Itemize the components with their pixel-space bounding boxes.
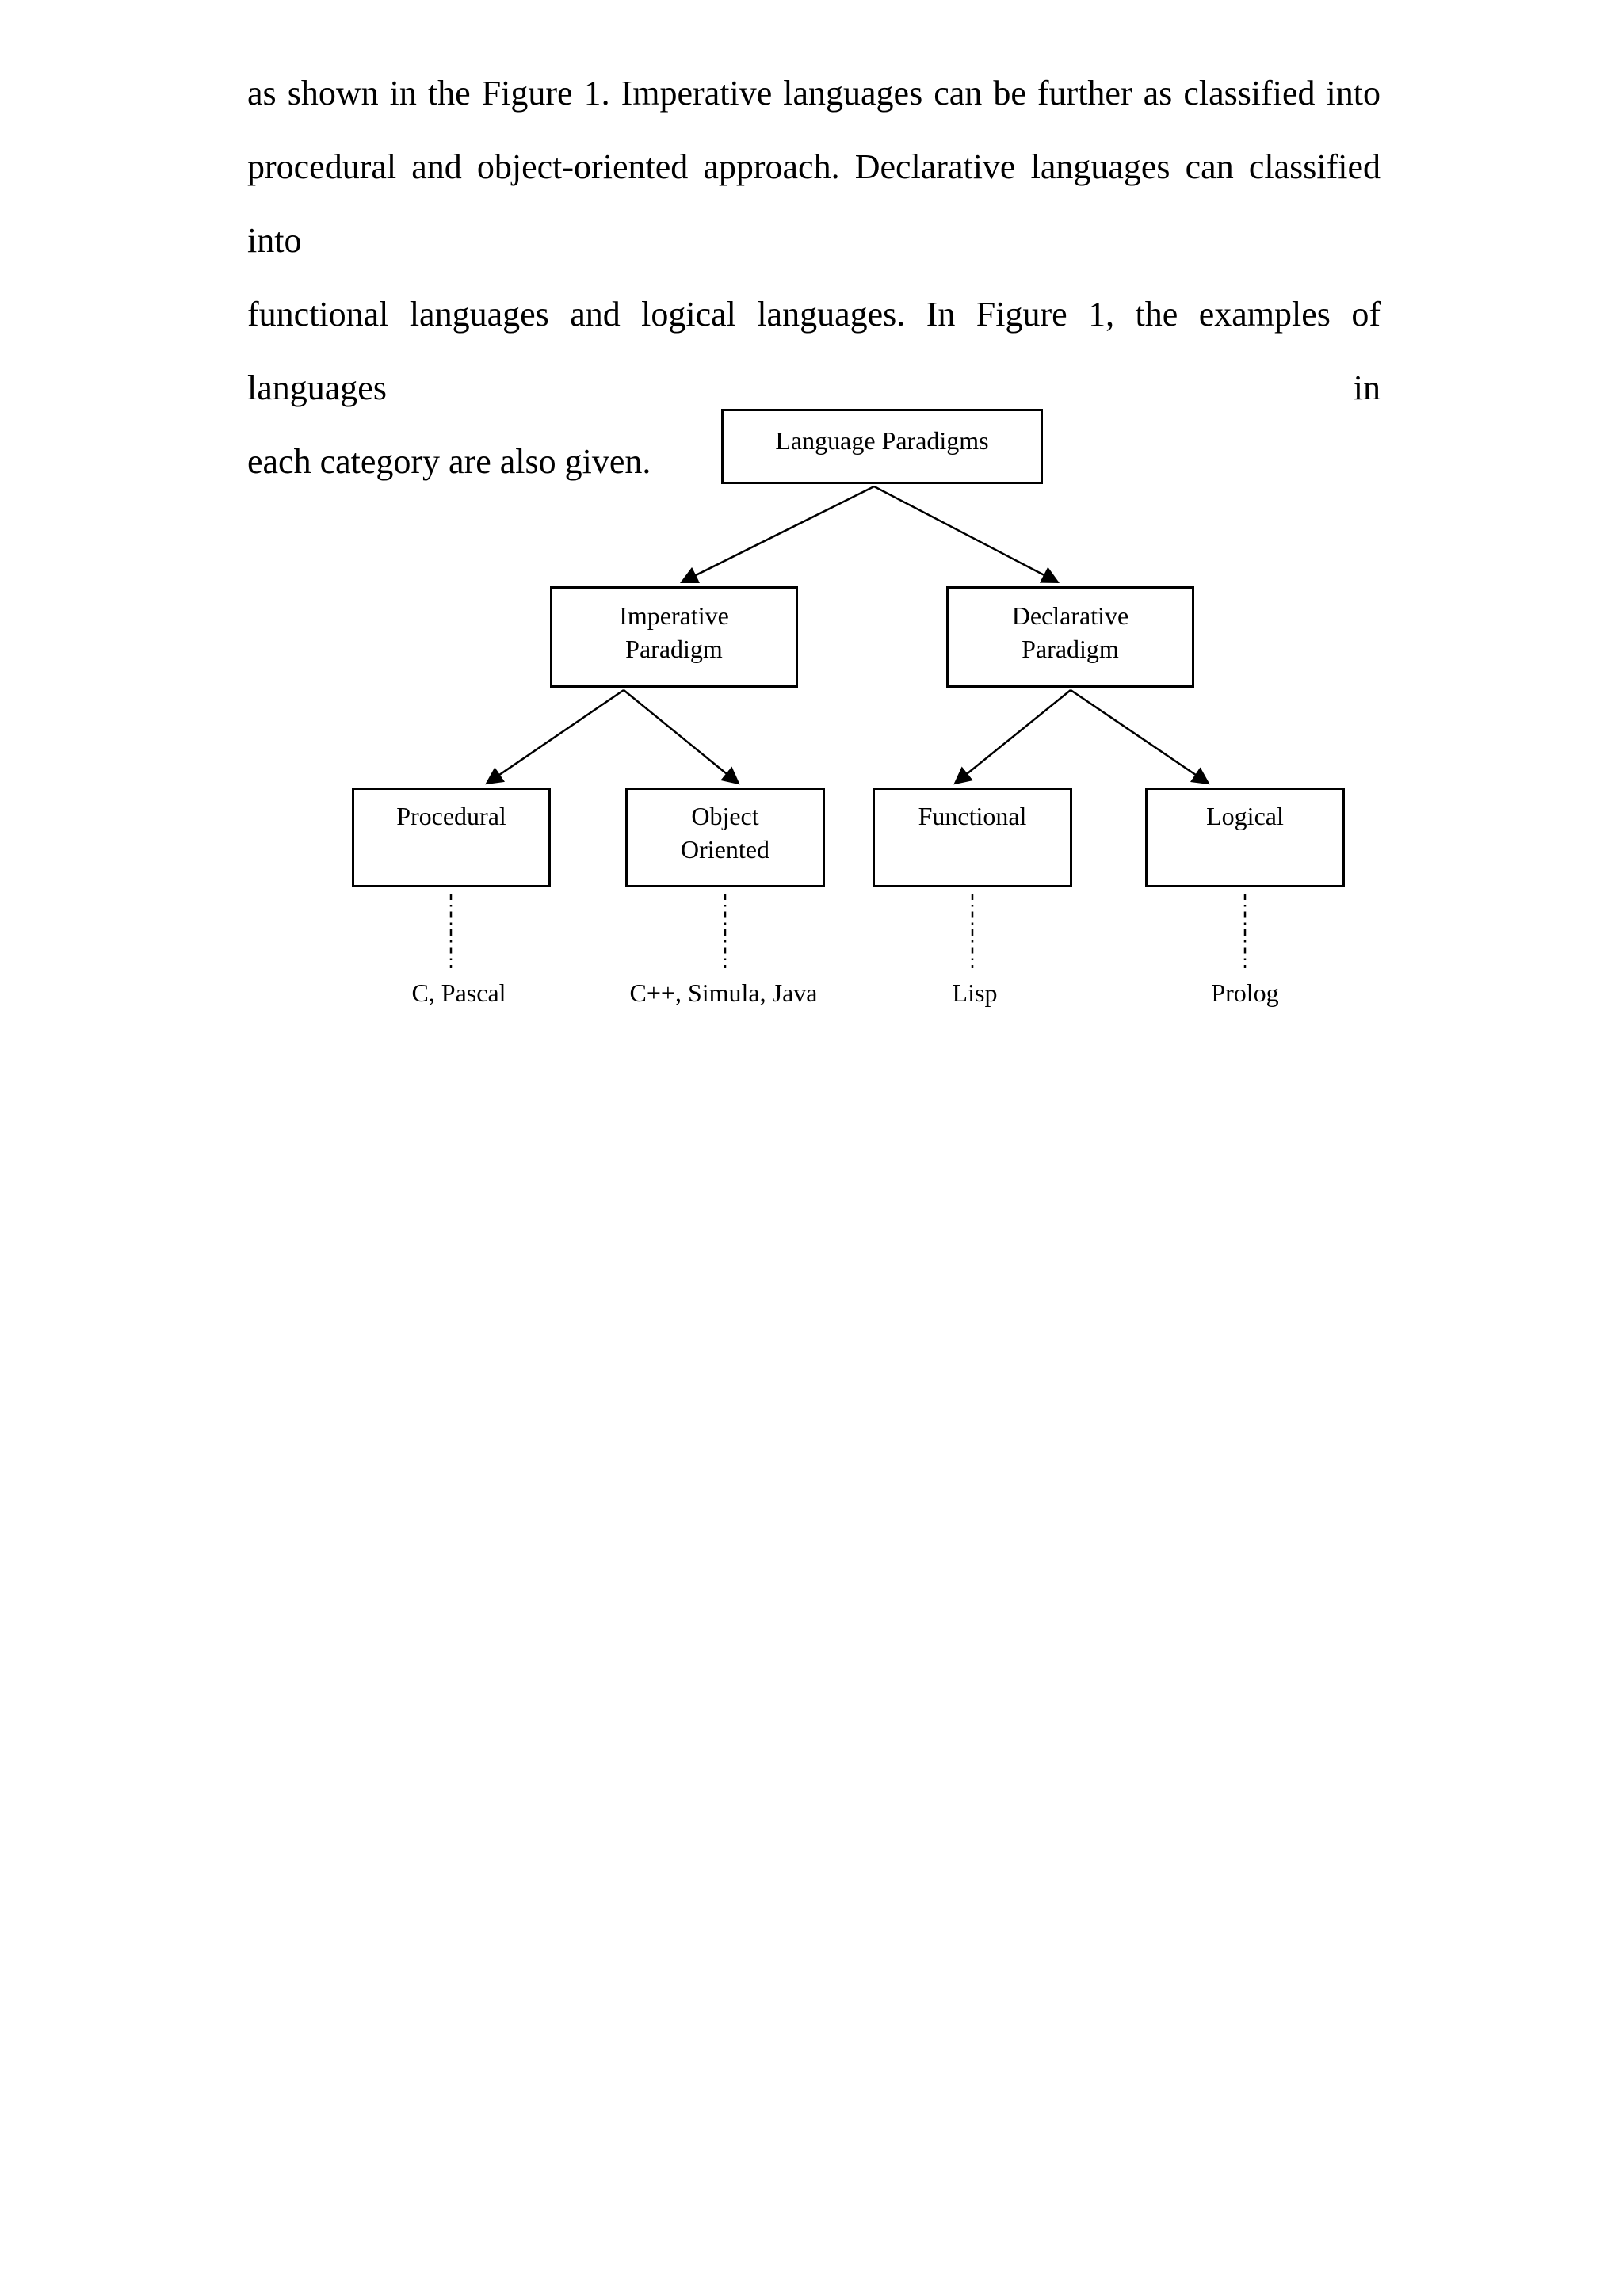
example-label-procedural: C, Pascal	[411, 978, 506, 1007]
connector-declarative-to-logical	[1070, 688, 1210, 785]
node-imperative-paradigm: Imperative Paradigm	[550, 586, 798, 688]
example-label-object-oriented: C++, Simula, Java	[629, 978, 818, 1007]
connector-root-to-declarative	[873, 485, 1060, 584]
node-functional: Functional	[873, 788, 1072, 887]
node-procedural: Procedural	[352, 788, 551, 887]
paragraph-line: as shown in the Figure 1. Imperative lan…	[247, 74, 1381, 113]
node-logical: Logical	[1145, 788, 1345, 887]
node-object-oriented: Object Oriented	[625, 788, 825, 887]
paragraph-line: procedural and object-oriented approach.…	[247, 147, 1381, 260]
connector-imperative-to-object-oriented	[623, 689, 740, 785]
paragraph-line: functional languages and logical languag…	[247, 295, 1381, 407]
body-paragraph: as shown in the Figure 1. Imperative lan…	[247, 56, 1381, 498]
node-declarative-paradigm: Declarative Paradigm	[946, 586, 1194, 688]
example-label-functional: Lisp	[952, 978, 998, 1007]
connector-declarative-to-functional	[953, 689, 1071, 785]
node-language-paradigms: Language Paradigms	[721, 409, 1043, 484]
connector-root-to-imperative	[679, 485, 875, 584]
connector-imperative-to-procedural	[485, 688, 624, 785]
paragraph-line: each category are also given.	[247, 442, 651, 481]
example-label-logical: Prolog	[1211, 978, 1279, 1007]
